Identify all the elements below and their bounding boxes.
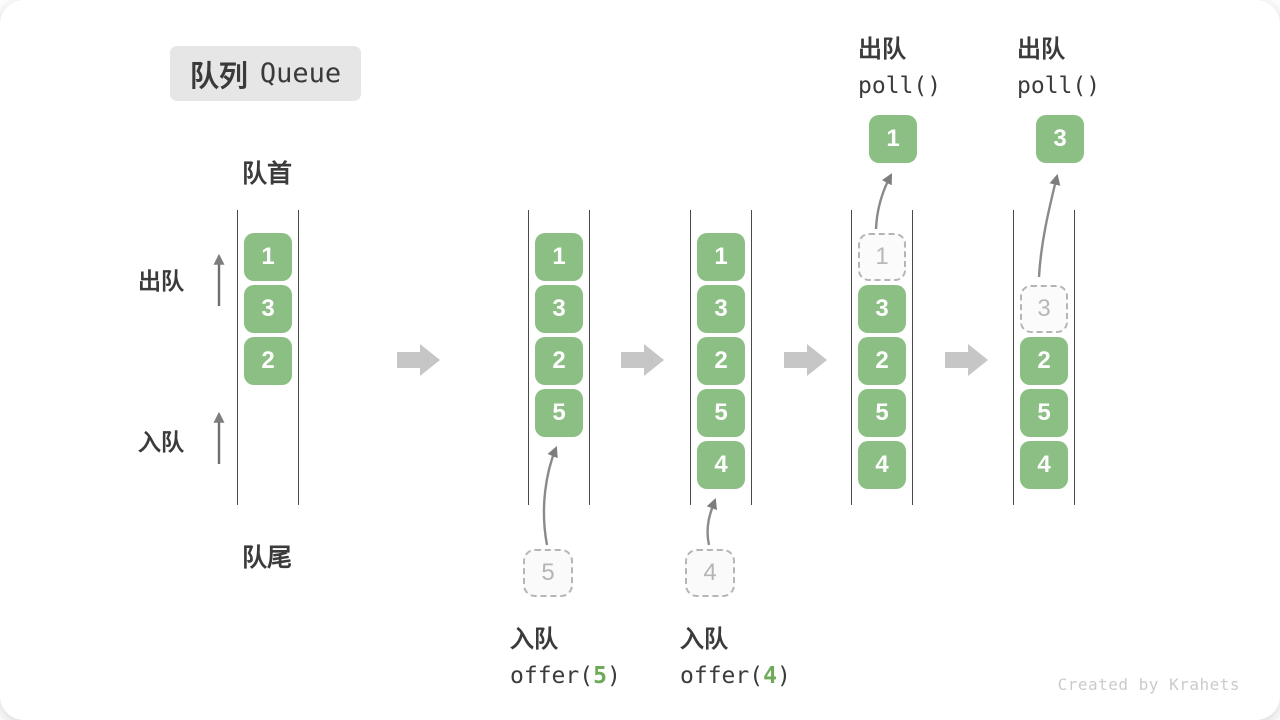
queue-state-5: 3 2 5 4 (1013, 210, 1075, 505)
queue-element-box: 3 (697, 285, 745, 333)
queue-element-box: 4 (1020, 441, 1068, 489)
code-fn-open: offer( (510, 663, 594, 689)
queue-element-box: 4 (858, 441, 906, 489)
watermark-credit: Created by Krahets (1057, 675, 1240, 694)
operation-label-zh: 出队 (858, 36, 906, 63)
queue-state-3: 1 3 2 5 4 (690, 210, 752, 505)
queue-element-box: 5 (535, 389, 583, 437)
next-state-arrow (397, 344, 440, 376)
operation-dequeue-poll2: 出队 poll() (1017, 29, 1100, 99)
title-zh: 队列 (189, 60, 248, 93)
queue-element-box: 3 (858, 285, 906, 333)
dequeued-ghost-box: 1 (858, 233, 906, 281)
label-enqueue-side: 入队 (138, 429, 184, 455)
label-dequeue-side: 出队 (138, 268, 184, 294)
operation-label-zh: 出队 (1017, 36, 1065, 63)
next-state-arrow (621, 344, 664, 376)
queue-element-box: 3 (244, 285, 292, 333)
operation-dequeue-poll1: 出队 poll() (858, 29, 941, 99)
queue-element-box: 5 (697, 389, 745, 437)
code-fn-close: ) (776, 663, 791, 689)
operation-label-zh: 入队 (510, 626, 558, 653)
label-queue-front: 队首 (242, 160, 293, 188)
next-state-arrow (945, 344, 988, 376)
enqueue-ghost-box: 4 (685, 549, 735, 597)
queue-element-box: 5 (858, 389, 906, 437)
polled-element-box: 3 (1036, 115, 1084, 163)
operation-code: offer(4) (680, 663, 791, 689)
queue-element-box: 5 (1020, 389, 1068, 437)
queue-element-box: 1 (535, 233, 583, 281)
operation-code: poll() (858, 73, 942, 99)
enqueue-ghost-box: 5 (523, 549, 573, 597)
operation-code: poll() (1017, 73, 1101, 99)
operation-label-zh: 入队 (680, 626, 728, 653)
dequeued-ghost-box: 3 (1020, 285, 1068, 333)
polled-element-box: 1 (869, 115, 917, 163)
code-fn-close: ) (606, 663, 621, 689)
enqueue-4-arrow (706, 497, 717, 546)
operation-enqueue-offer5: 入队 offer(5) (510, 619, 621, 689)
queue-element-box: 2 (1020, 337, 1068, 385)
title-en: Queue (259, 58, 342, 89)
queue-element-box: 2 (244, 337, 292, 385)
code-fn-open: offer( (680, 663, 764, 689)
queue-element-box: 2 (858, 337, 906, 385)
title-badge: 队列 Queue (170, 46, 361, 101)
operation-enqueue-offer4: 入队 offer(4) (680, 619, 791, 689)
queue-element-box: 3 (535, 285, 583, 333)
queue-element-box: 2 (697, 337, 745, 385)
queue-state-1: 1 3 2 (237, 210, 299, 505)
queue-element-box: 1 (697, 233, 745, 281)
queue-element-box: 4 (697, 441, 745, 489)
queue-element-box: 2 (535, 337, 583, 385)
queue-state-4: 1 3 2 5 4 (851, 210, 913, 505)
next-state-arrow (784, 344, 827, 376)
code-arg: 5 (593, 663, 607, 689)
label-queue-rear: 队尾 (242, 544, 293, 572)
queue-element-box: 1 (244, 233, 292, 281)
code-arg: 4 (763, 663, 777, 689)
queue-state-2: 1 3 2 5 (528, 210, 590, 505)
operation-code: offer(5) (510, 663, 621, 689)
